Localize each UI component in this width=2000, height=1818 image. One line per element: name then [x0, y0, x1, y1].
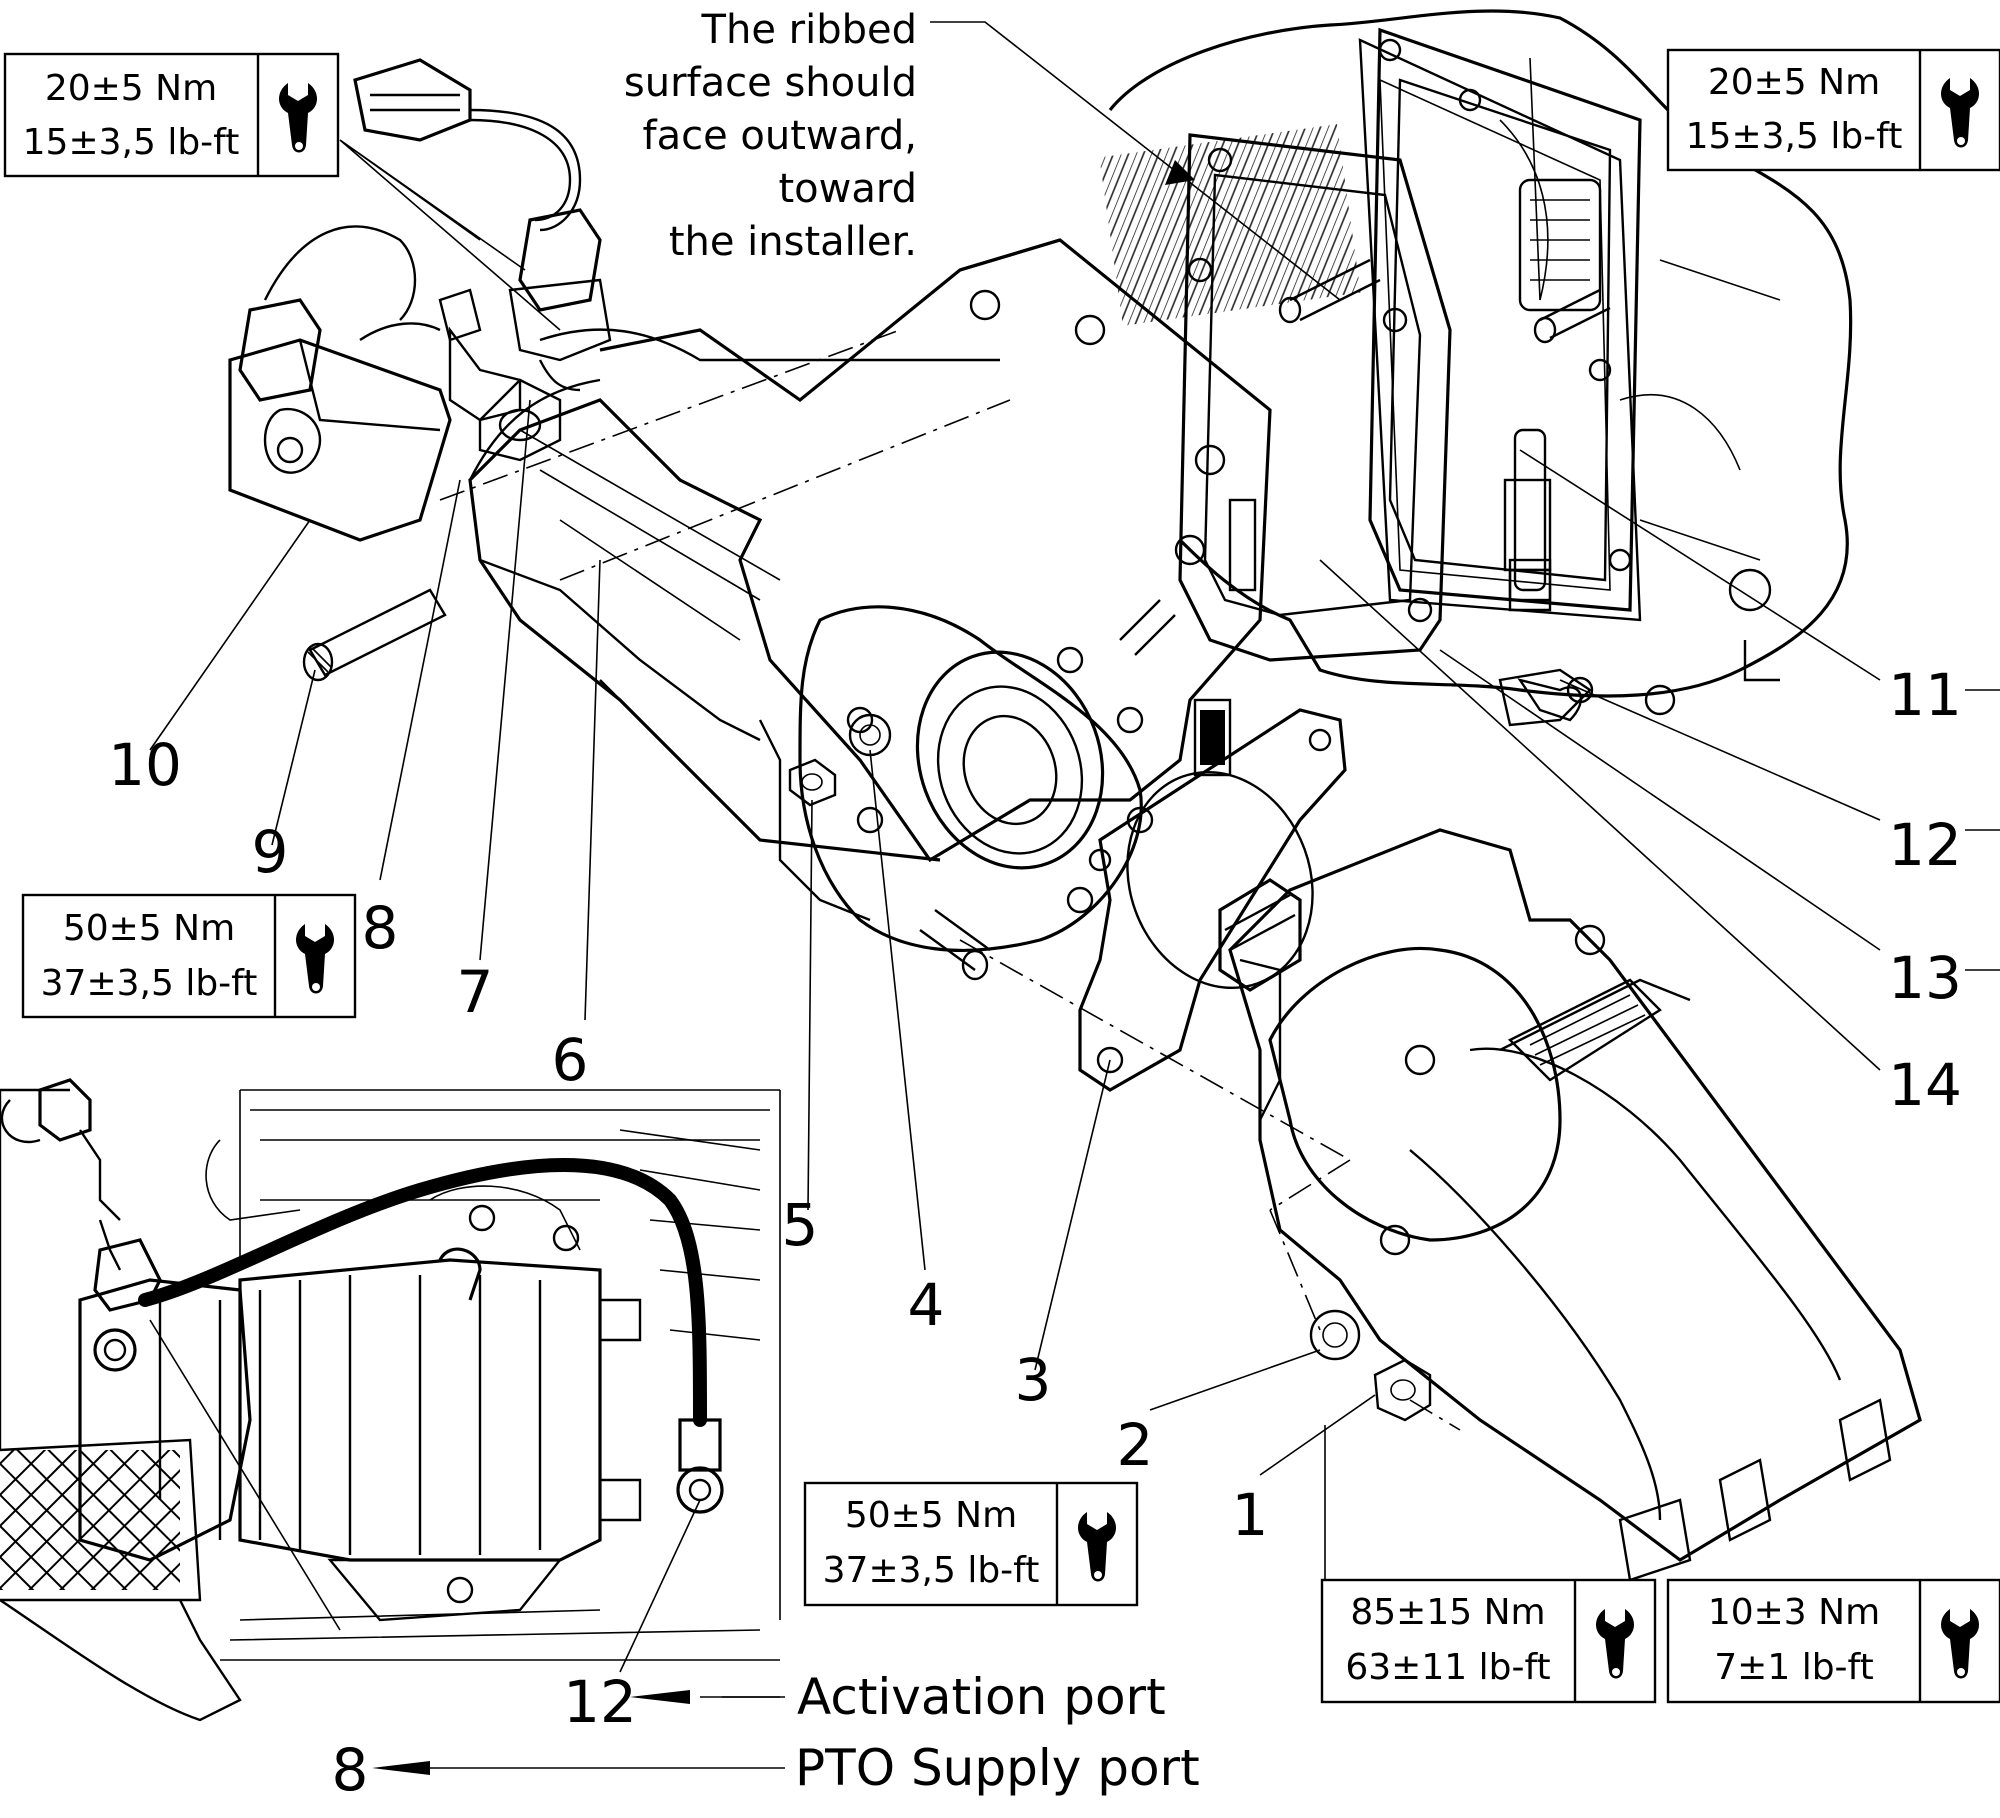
gearbox-housing	[1099, 9, 1853, 722]
torque-box-ml: 50±5 Nm 37±3,5 lb-ft	[21, 893, 357, 1019]
fitting-12	[1498, 478, 1594, 727]
inset-labels: 12 8 Activation port PTO Supply port	[332, 1668, 1200, 1804]
electrical-connector	[353, 58, 582, 232]
callout-11: 11	[1888, 661, 1962, 729]
callout-2: 2	[1117, 1411, 1154, 1479]
torque-box-mc: 50±5 Nm 37±3,5 lb-ft	[803, 1481, 1139, 1607]
note-line-3: face outward,	[643, 113, 918, 159]
torque-nm: 10±3 Nm	[1708, 1592, 1880, 1633]
nut-1	[1373, 1358, 1432, 1422]
washer-4	[848, 713, 892, 757]
solenoid-valve-10	[228, 225, 522, 542]
torque-box-tl: 20±5 Nm 15±3,5 lb-ft	[3, 52, 340, 178]
torque-box-br1: 85±15 Nm 63±11 lb-ft	[1320, 1578, 1657, 1704]
torque-lbft: 63±11 lb-ft	[1345, 1647, 1550, 1688]
callout-4: 4	[908, 1271, 945, 1339]
pto-supply-port-label: PTO Supply port	[795, 1739, 1200, 1797]
inset-callout-12: 12	[563, 1668, 637, 1736]
callout-7: 7	[457, 958, 494, 1026]
callout-12: 12	[1888, 811, 1962, 879]
torque-box-tr: 20±5 Nm 15±3,5 lb-ft	[1666, 48, 2000, 172]
torque-nm: 85±15 Nm	[1350, 1592, 1545, 1633]
callout-3: 3	[1015, 1346, 1052, 1414]
callout-6: 6	[552, 1026, 589, 1094]
torque-lbft: 7±1 lb-ft	[1714, 1647, 1873, 1688]
callout-5: 5	[782, 1191, 819, 1259]
torque-nm: 20±5 Nm	[45, 68, 217, 109]
torque-nm: 50±5 Nm	[845, 1495, 1017, 1536]
callout-numbers: 1 2 3 4 5 6 7 8 9 10 11 12 13 14	[108, 661, 1962, 1549]
callout-10: 10	[108, 731, 182, 799]
callout-9: 9	[252, 818, 289, 886]
torque-lbft: 37±3,5 lb-ft	[823, 1550, 1040, 1591]
torque-nm: 50±5 Nm	[63, 908, 235, 949]
torque-box-br2: 10±3 Nm 7±1 lb-ft	[1666, 1578, 2000, 1704]
callout-8: 8	[362, 894, 399, 962]
callout-1: 1	[1232, 1481, 1269, 1549]
washer-2	[1309, 1309, 1361, 1361]
gasket-3	[1078, 708, 1347, 1092]
torque-lbft: 37±3,5 lb-ft	[41, 963, 258, 1004]
callout-14: 14	[1888, 1051, 1962, 1119]
torque-lbft: 15±3,5 lb-ft	[1686, 116, 1903, 157]
pto-body	[468, 238, 1272, 981]
gasket-14	[1368, 27, 1642, 612]
note-line-5: the installer.	[669, 219, 917, 265]
inset-detail	[0, 1078, 781, 1722]
torque-lbft: 15±3,5 lb-ft	[23, 122, 240, 163]
inset-callout-8: 8	[332, 1736, 369, 1804]
activation-port-label: Activation port	[797, 1668, 1166, 1726]
leader-lines	[149, 21, 2000, 1775]
torque-nm: 20±5 Nm	[1708, 62, 1880, 103]
pressure-switch-7	[508, 208, 612, 392]
note-line-2: surface should	[624, 60, 917, 106]
note-line-4: toward	[778, 166, 917, 212]
note-line-1: The ribbed	[701, 7, 917, 53]
callout-13: 13	[1888, 944, 1962, 1012]
hydraulic-pump	[1218, 828, 1922, 1582]
filter-9	[302, 588, 447, 682]
installation-note: The ribbed surface should face outward, …	[624, 7, 917, 265]
banjo-fitting-8	[478, 378, 562, 462]
nut-5	[788, 758, 837, 807]
